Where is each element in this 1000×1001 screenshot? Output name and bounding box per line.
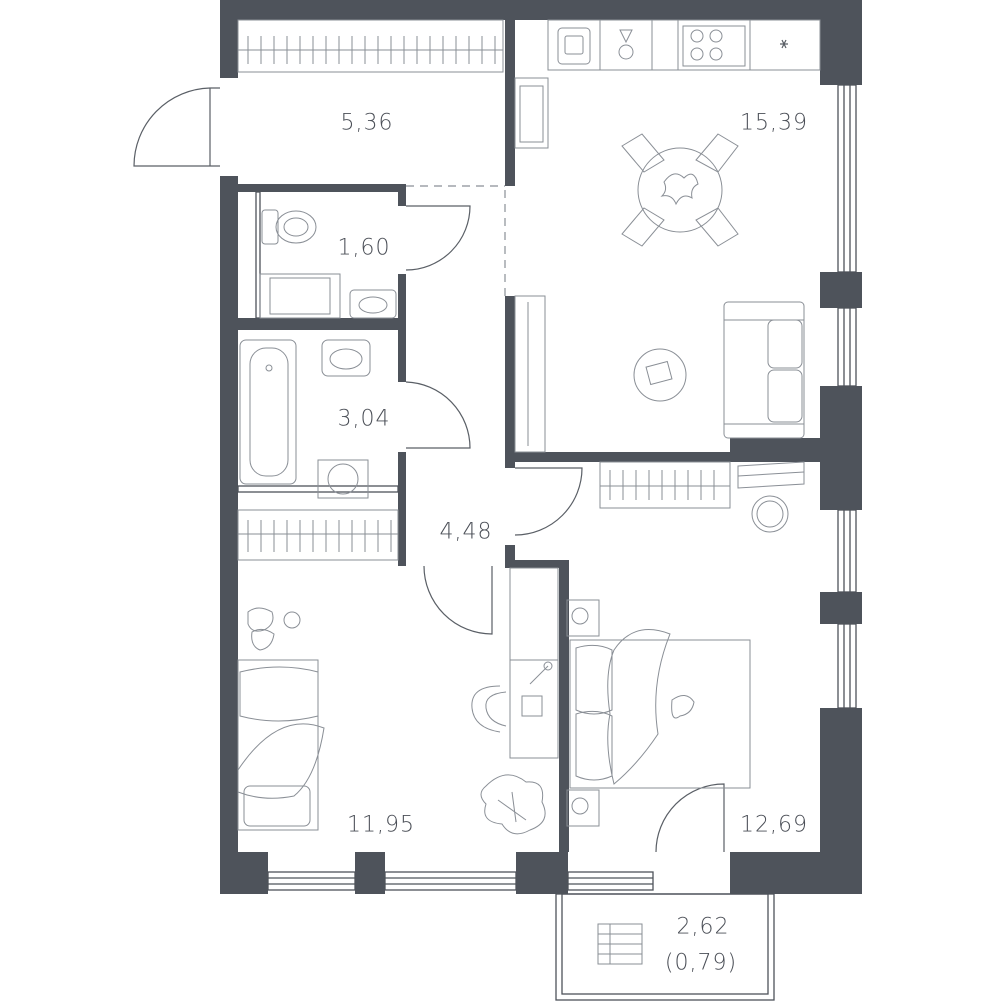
tv-panel	[514, 295, 546, 453]
outer-walls	[220, 0, 862, 894]
room-area-wc: 1,60	[337, 235, 391, 261]
sofa	[723, 301, 805, 439]
bedroom-right-shelf	[737, 461, 805, 533]
hall-wardrobe	[237, 19, 504, 73]
room-area-hall: 5,36	[340, 110, 394, 136]
balcony	[555, 893, 775, 1001]
bed-right	[569, 629, 751, 789]
plant	[480, 774, 546, 835]
room-area-balcony-reduced: (0,79)	[664, 950, 738, 976]
wardrobe-hangers	[609, 470, 715, 500]
toys	[247, 607, 301, 651]
room-area-bedroom-left: 11,95	[347, 812, 415, 838]
windows-right	[837, 84, 857, 709]
bedroom-right-wardrobe	[599, 461, 731, 509]
doors	[133, 87, 725, 853]
room-area-balcony: 2,62	[676, 914, 730, 940]
coffee-table	[633, 348, 687, 402]
windows-bottom	[267, 871, 654, 891]
wardrobe-hangers	[247, 520, 392, 552]
wc-fixtures	[259, 209, 397, 319]
bed-left	[237, 659, 325, 831]
dining-table	[621, 133, 739, 247]
interior-walls	[237, 20, 820, 852]
room-area-bedroom-right: 12,69	[740, 812, 808, 838]
nightstands	[566, 599, 600, 827]
bath-fixtures	[239, 339, 371, 499]
desk	[471, 567, 559, 759]
bedroom-left-wardrobe	[237, 509, 399, 561]
room-area-bathroom: 3,04	[337, 406, 391, 432]
kitchen-counter	[514, 19, 821, 149]
room-area-kitchen-living: 15,39	[740, 110, 808, 136]
room-area-corridor: 4,48	[439, 519, 493, 545]
wardrobe-hangers	[247, 36, 496, 64]
